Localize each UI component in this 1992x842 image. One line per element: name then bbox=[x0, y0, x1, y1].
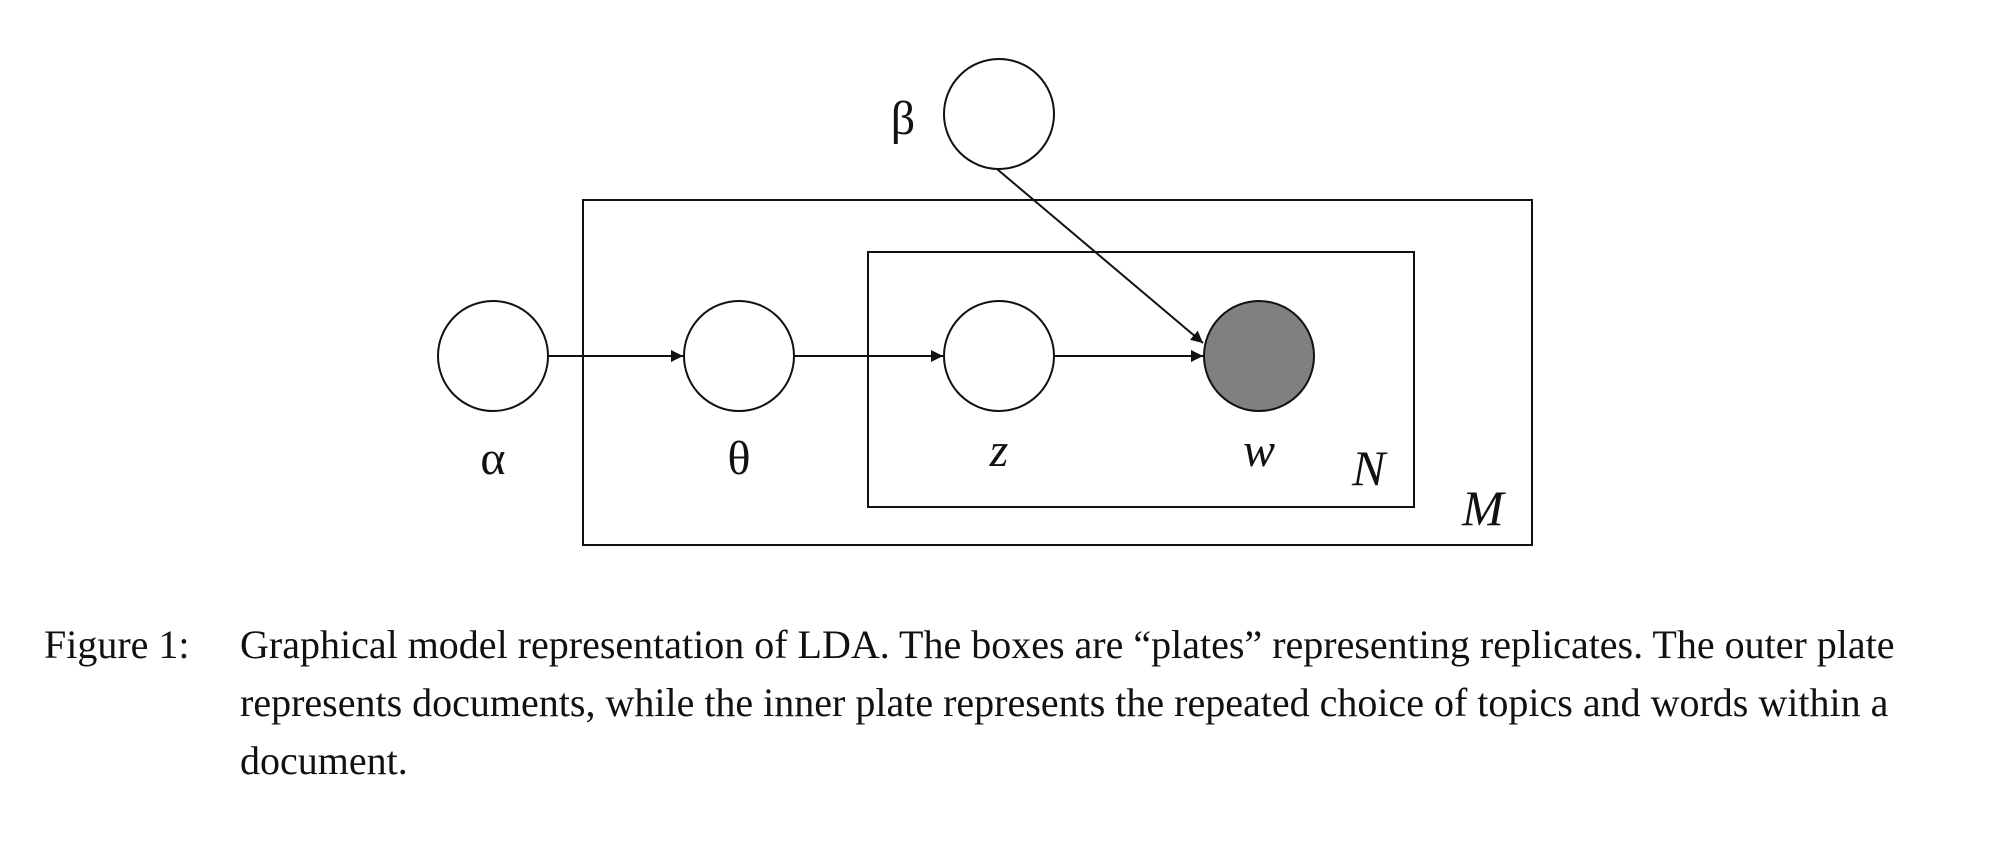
node-label-z: z bbox=[989, 424, 1009, 477]
plate-inner bbox=[867, 251, 1415, 508]
node-label-w: w bbox=[1243, 424, 1275, 477]
caption-text: Graphical model representation of LDA. T… bbox=[240, 622, 1895, 783]
node-w bbox=[1203, 300, 1315, 412]
node-label-beta: β bbox=[891, 92, 915, 145]
plate-label-outer: M bbox=[1461, 480, 1506, 536]
plate-outer bbox=[582, 199, 1533, 546]
node-beta bbox=[943, 58, 1055, 170]
lda-graphical-model: M N α θ z w β bbox=[437, 58, 1533, 546]
plate-label-inner: N bbox=[1351, 440, 1388, 496]
node-label-alpha: α bbox=[480, 432, 505, 485]
node-alpha bbox=[437, 300, 549, 412]
node-theta bbox=[683, 300, 795, 412]
figure-caption: Figure 1: Graphical model representation… bbox=[44, 616, 1944, 790]
caption-label: Figure 1: bbox=[44, 622, 190, 667]
node-z bbox=[943, 300, 1055, 412]
edge-beta-w bbox=[996, 168, 1204, 344]
node-label-theta: θ bbox=[728, 432, 751, 485]
